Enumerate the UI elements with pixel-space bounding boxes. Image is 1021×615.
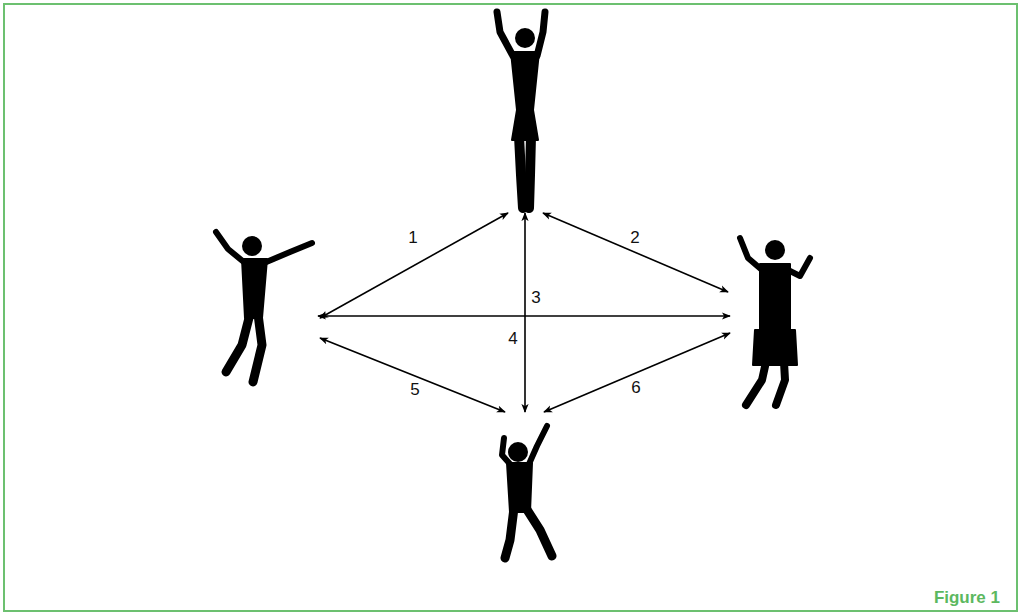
double-arrow xyxy=(543,213,728,292)
double-arrow xyxy=(318,315,730,317)
person-silhouette xyxy=(216,232,312,382)
callout-number: 6 xyxy=(629,379,642,398)
double-arrow xyxy=(320,338,505,412)
callout-number: 4 xyxy=(506,330,519,349)
callout-number: 3 xyxy=(529,289,542,308)
people xyxy=(216,12,810,558)
double-arrow xyxy=(524,213,526,412)
arrows xyxy=(318,213,730,412)
double-arrow xyxy=(544,333,730,412)
person-silhouette xyxy=(497,12,545,208)
callout-number: 1 xyxy=(406,229,419,248)
person-silhouette xyxy=(502,426,552,558)
double-arrow xyxy=(320,213,508,318)
figure-caption: Figure 1 xyxy=(934,588,1000,608)
callout-number: 5 xyxy=(408,381,421,400)
callout-number: 2 xyxy=(628,229,641,248)
person-silhouette xyxy=(740,238,810,405)
